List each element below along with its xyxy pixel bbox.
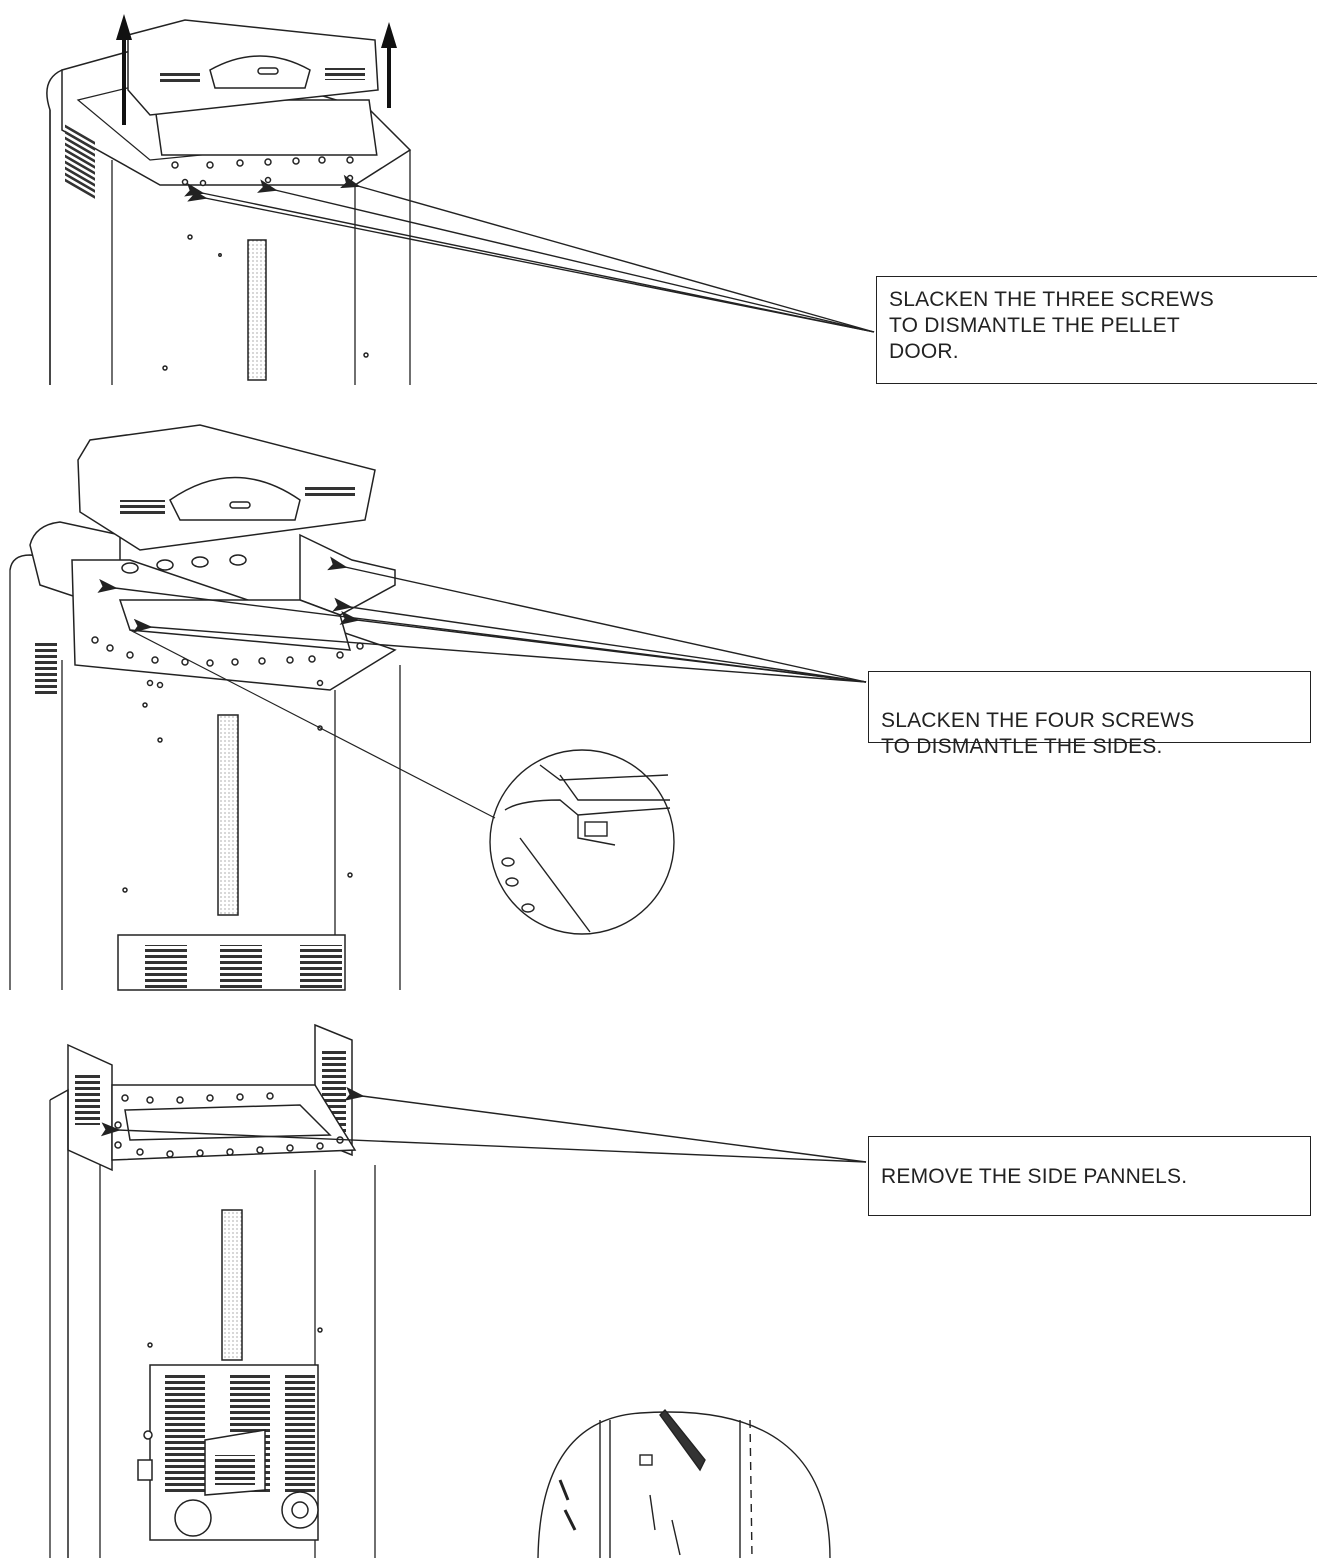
step2-detail-leader [129, 629, 496, 819]
step1-leaders [184, 174, 875, 333]
callout-pellet-door: SLACKEN THE THREE SCREWS TO DISMANTLE TH… [876, 276, 1317, 384]
callout-side-panels-text: REMOVE THE SIDE PANNELS. [881, 1165, 1188, 1188]
callout-sides-text: SLACKEN THE FOUR SCREWS TO DISMANTLE THE… [881, 709, 1195, 758]
step2-stove-drawing [9, 424, 401, 991]
lift-arrows [116, 14, 397, 125]
step2-leaders [97, 556, 867, 683]
step3-stove-drawing [49, 1023, 376, 1558]
step1-stove-drawing [46, 19, 412, 385]
step2-detail-magnifier [489, 749, 675, 935]
step3-leaders [100, 1086, 867, 1163]
step3-detail-magnifier [537, 1408, 831, 1558]
callout-sides: SLACKEN THE FOUR SCREWS TO DISMANTLE THE… [868, 671, 1311, 758]
callout-side-panels: REMOVE THE SIDE PANNELS. [868, 1136, 1311, 1216]
callout-pellet-door-text: SLACKEN THE THREE SCREWS TO DISMANTLE TH… [889, 288, 1214, 363]
